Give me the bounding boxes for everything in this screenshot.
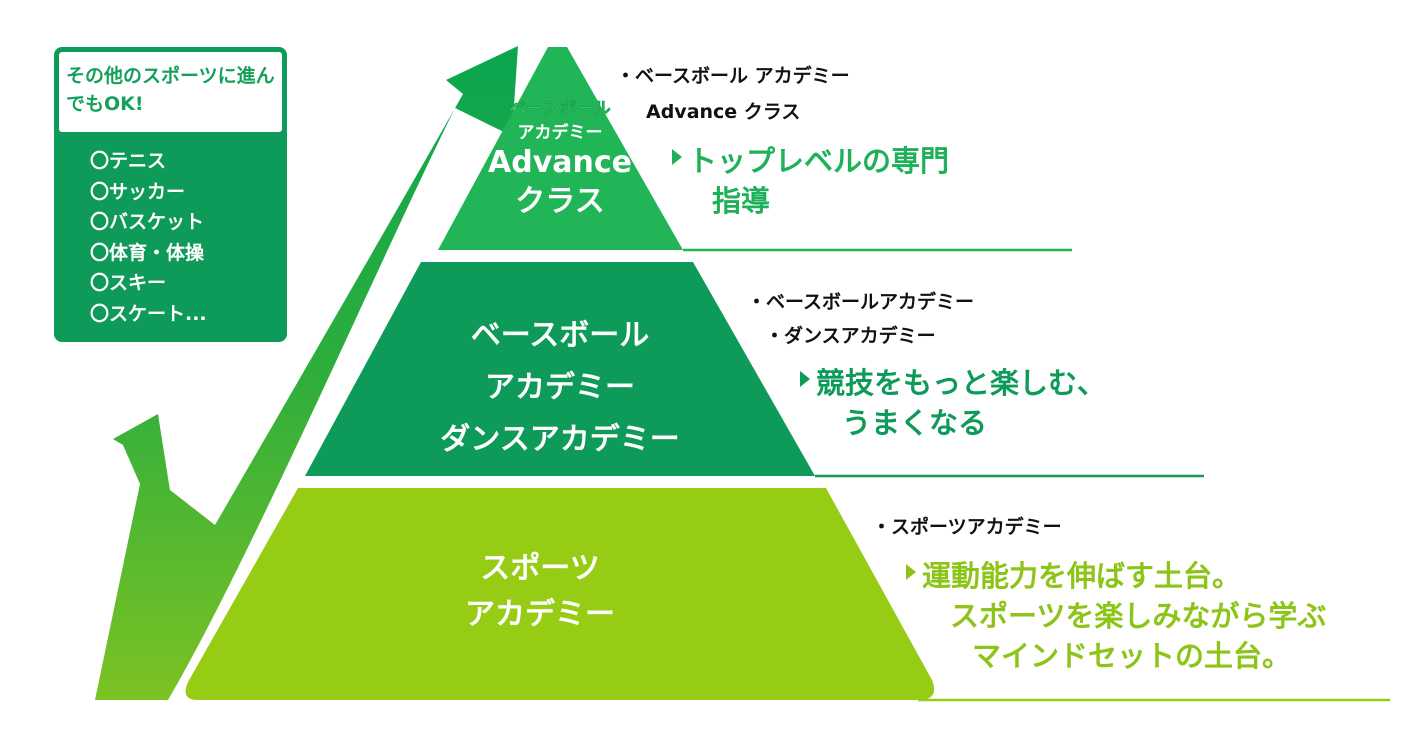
tier-top-label-line: クラス <box>515 184 605 219</box>
tier-middle-bullet: ・ダンスアカデミー <box>765 325 936 347</box>
highlight-line: マインドセットの土台。 <box>972 639 1292 673</box>
tier-top-bullet: Advance クラス <box>646 101 801 123</box>
tier-bottom-highlight: 運動能力を伸ばす土台。 スポーツを楽しみながら学ぶ マインドセットの土台。 <box>906 556 1326 676</box>
list-item: 〇バスケット <box>90 211 205 233</box>
highlight-line: トップレベルの専門 <box>688 144 950 178</box>
tier-bottom-label-line: アカデミー <box>465 597 615 632</box>
list-item: 〇スケート... <box>90 302 207 325</box>
highlight-line: 指導 <box>712 184 771 218</box>
pointer-icon <box>800 371 810 387</box>
pointer-icon <box>906 564 916 580</box>
tier-top-shape <box>438 47 683 250</box>
tier-top-bullet: ・ベースボール アカデミー <box>616 65 850 87</box>
highlight-line: スポーツを楽しみながら学ぶ <box>950 599 1327 633</box>
highlight-line: 運動能力を伸ばす土台。 <box>922 559 1242 593</box>
tier-middle-shape <box>305 262 815 476</box>
tier-top-label-line: Advance <box>488 145 632 180</box>
tier-middle-label-line: ベースボール <box>470 318 650 353</box>
tier-top-label-line: ベースボール <box>509 99 611 120</box>
tier-top-label: ベースボール アカデミー Advance クラス <box>470 96 650 222</box>
tier-bottom-label: スポーツ アカデミー <box>420 546 660 638</box>
tier-bottom-bullet: ・スポーツアカデミー <box>872 516 1062 538</box>
tier-top-highlight: トップレベルの専門 指導 <box>672 141 949 221</box>
highlight-line: うまくなる <box>842 406 988 440</box>
tier-bottom-label-line: スポーツ <box>480 551 600 586</box>
growth-arrow <box>95 46 518 700</box>
list-item: 〇体育・体操 <box>90 241 205 264</box>
tier-bottom-shape <box>185 488 935 700</box>
tier-middle-label-line: ダンスアカデミー <box>440 422 680 457</box>
list-item: 〇テニス <box>90 150 167 172</box>
list-item: 〇スキー <box>90 272 167 294</box>
tier-middle-highlight: 競技をもっと楽しむ、 うまくなる <box>800 363 1106 443</box>
tier-middle-label-line: アカデミー <box>485 370 635 405</box>
side-box-title: その他のスポーツに進んでもOK! <box>66 65 275 115</box>
tier-middle-label: ベースボール アカデミー ダンスアカデミー <box>400 310 720 466</box>
side-box-list: 〇テニス 〇サッカー 〇バスケット 〇体育・体操 〇スキー 〇スケート... <box>90 146 207 329</box>
pointer-icon <box>672 149 682 165</box>
list-item: 〇サッカー <box>90 180 186 203</box>
tier-top-label-line: アカデミー <box>517 123 603 143</box>
highlight-line: 競技をもっと楽しむ、 <box>816 366 1107 400</box>
side-box-header <box>59 52 282 132</box>
tier-middle-bullet: ・ベースボールアカデミー <box>747 291 975 313</box>
